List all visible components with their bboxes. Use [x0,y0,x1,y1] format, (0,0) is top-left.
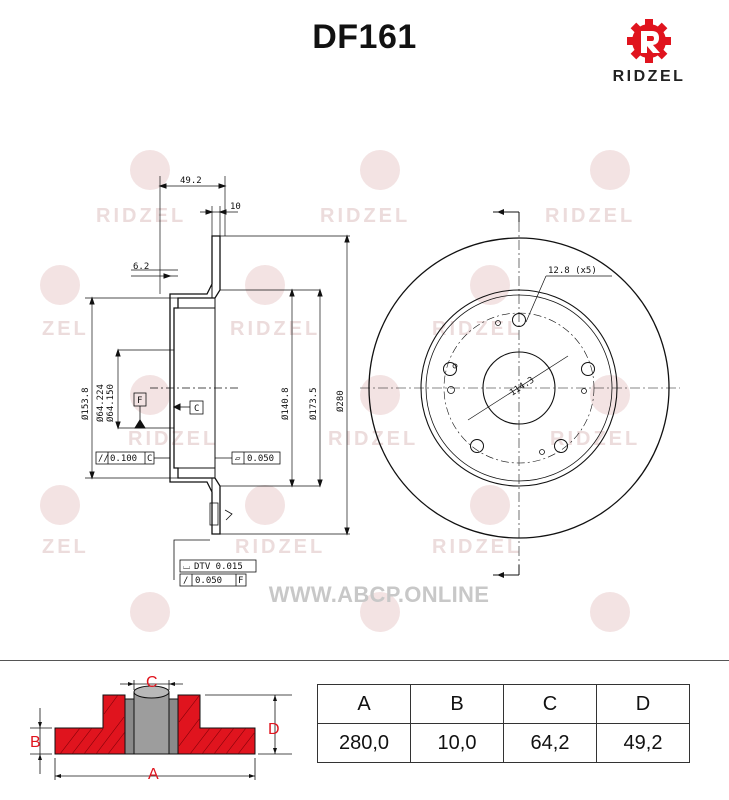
dim-64-150: Ø64.150 [105,384,116,422]
front-view [360,209,680,578]
svg-text:/: / [183,576,188,586]
dim-10: 10 [230,202,241,212]
datum-f: F [137,396,142,406]
profile-section [54,685,256,755]
part-number-title: DF161 [312,18,417,56]
spec-value-c: 64,2 [503,723,597,763]
datum-c: C [194,404,199,414]
gear-logo-icon [627,19,671,63]
bolt-hole [512,313,526,327]
side-section-view [85,176,350,587]
dim-64-224: Ø64.224 [95,384,106,422]
profile-diagram: C A B D [30,674,292,783]
side-view-labels: 49.2 10 6.2 Ø153.8 Ø64.224 Ø64.150 Ø140.… [80,176,346,586]
svg-text://: // [98,454,109,464]
tol-parallel-ref: C [147,454,152,464]
pcd-label: 114.3 [508,375,536,398]
spec-value-d: 49,2 [596,723,690,763]
front-view-labels: 12.8 (x5) 114.3 [508,266,597,399]
bolt-hole [554,439,568,453]
profile-label-a: A [148,766,159,783]
spec-value-a: 280,0 [317,723,411,763]
bolt-hole [443,362,457,376]
holes-label: 12.8 (x5) [548,266,597,276]
spec-value-b: 10,0 [410,723,504,763]
brand-logo: RIDZEL [606,18,692,98]
dim-280: Ø280 [335,390,346,412]
spec-header-d: D [596,684,690,724]
tol-runout: 0.050 [195,576,222,586]
dim-49-2: 49.2 [180,176,202,186]
svg-text:⌴: ⌴ [183,562,190,572]
tol-parallel: 0.100 [110,454,137,464]
dim-173-5: Ø173.5 [308,387,319,420]
tol-dtv: DTV 0.015 [194,562,243,572]
tol-flatness: 0.050 [247,454,274,464]
spec-header-b: B [410,684,504,724]
spec-header-c: C [503,684,597,724]
profile-label-c: C [146,674,158,691]
table-row: 280,0 10,0 64,2 49,2 [317,723,690,763]
tol-runout-ref: F [238,576,243,586]
table-row: A B C D [317,684,690,724]
dim-6-2: 6.2 [133,262,149,272]
svg-text:▱: ▱ [235,454,241,464]
dim-140-8: Ø140.8 [280,387,291,420]
profile-label-b: B [30,734,41,751]
profile-label-d: D [268,721,280,738]
brand-name: RIDZEL [612,68,686,85]
bolt-hole [470,439,484,453]
spec-table: A B C D 280,0 10,0 64,2 49,2 [317,684,690,763]
section-divider [0,660,729,661]
dim-153-8: Ø153.8 [80,387,91,420]
website-url: WWW.ABCP.ONLINE [268,582,490,607]
spec-header-a: A [317,684,411,724]
bolt-hole [581,362,595,376]
technical-drawing: 49.2 10 6.2 Ø153.8 Ø64.224 Ø64.150 Ø140.… [80,176,680,587]
